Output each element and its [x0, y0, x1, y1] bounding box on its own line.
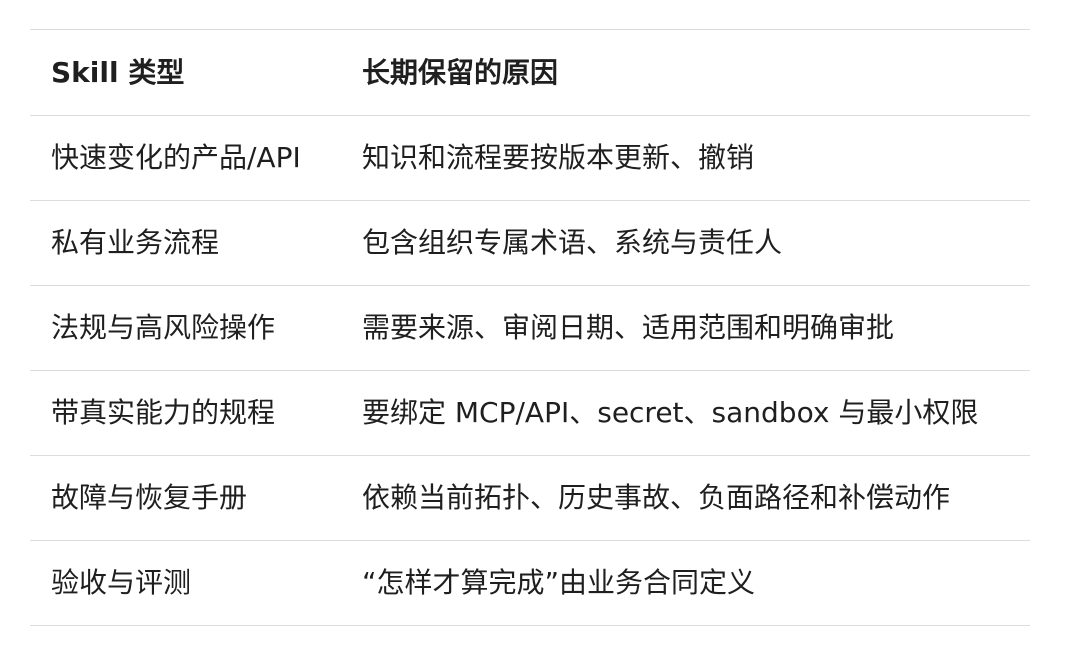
table-row: 故障与恢复手册 依赖当前拓扑、历史事故、负面路径和补偿动作: [30, 456, 1030, 541]
table-row: 带真实能力的规程 要绑定 MCP/API、secret、sandbox 与最小权…: [30, 371, 1030, 456]
header-retention-reason: 长期保留的原因: [362, 55, 559, 89]
header-skill-type: Skill 类型: [51, 55, 185, 89]
skill-retention-table: Skill 类型 长期保留的原因 快速变化的产品/API 知识和流程要按版本更新…: [30, 29, 1030, 626]
table-row: 快速变化的产品/API 知识和流程要按版本更新、撤销: [30, 116, 1030, 201]
retention-reason-cell: 需要来源、审阅日期、适用范围和明确审批: [362, 311, 895, 345]
retention-reason-cell: 知识和流程要按版本更新、撤销: [362, 141, 755, 175]
retention-reason-cell: 依赖当前拓扑、历史事故、负面路径和补偿动作: [362, 481, 951, 515]
skill-type-cell: 快速变化的产品/API: [51, 141, 301, 175]
skill-type-cell: 带真实能力的规程: [51, 396, 276, 430]
skill-type-cell: 法规与高风险操作: [51, 311, 276, 345]
retention-reason-cell: 包含组织专属术语、系统与责任人: [362, 226, 783, 260]
retention-reason-cell: “怎样才算完成”由业务合同定义: [362, 566, 756, 600]
skill-type-cell: 故障与恢复手册: [51, 481, 248, 515]
skill-type-cell: 验收与评测: [51, 566, 192, 600]
table-header-row: Skill 类型 长期保留的原因: [30, 30, 1030, 116]
retention-reason-cell: 要绑定 MCP/API、secret、sandbox 与最小权限: [362, 396, 979, 430]
table-row: 私有业务流程 包含组织专属术语、系统与责任人: [30, 201, 1030, 286]
skill-type-cell: 私有业务流程: [51, 226, 220, 260]
table-row: 法规与高风险操作 需要来源、审阅日期、适用范围和明确审批: [30, 286, 1030, 371]
table-row: 验收与评测 “怎样才算完成”由业务合同定义: [30, 541, 1030, 626]
